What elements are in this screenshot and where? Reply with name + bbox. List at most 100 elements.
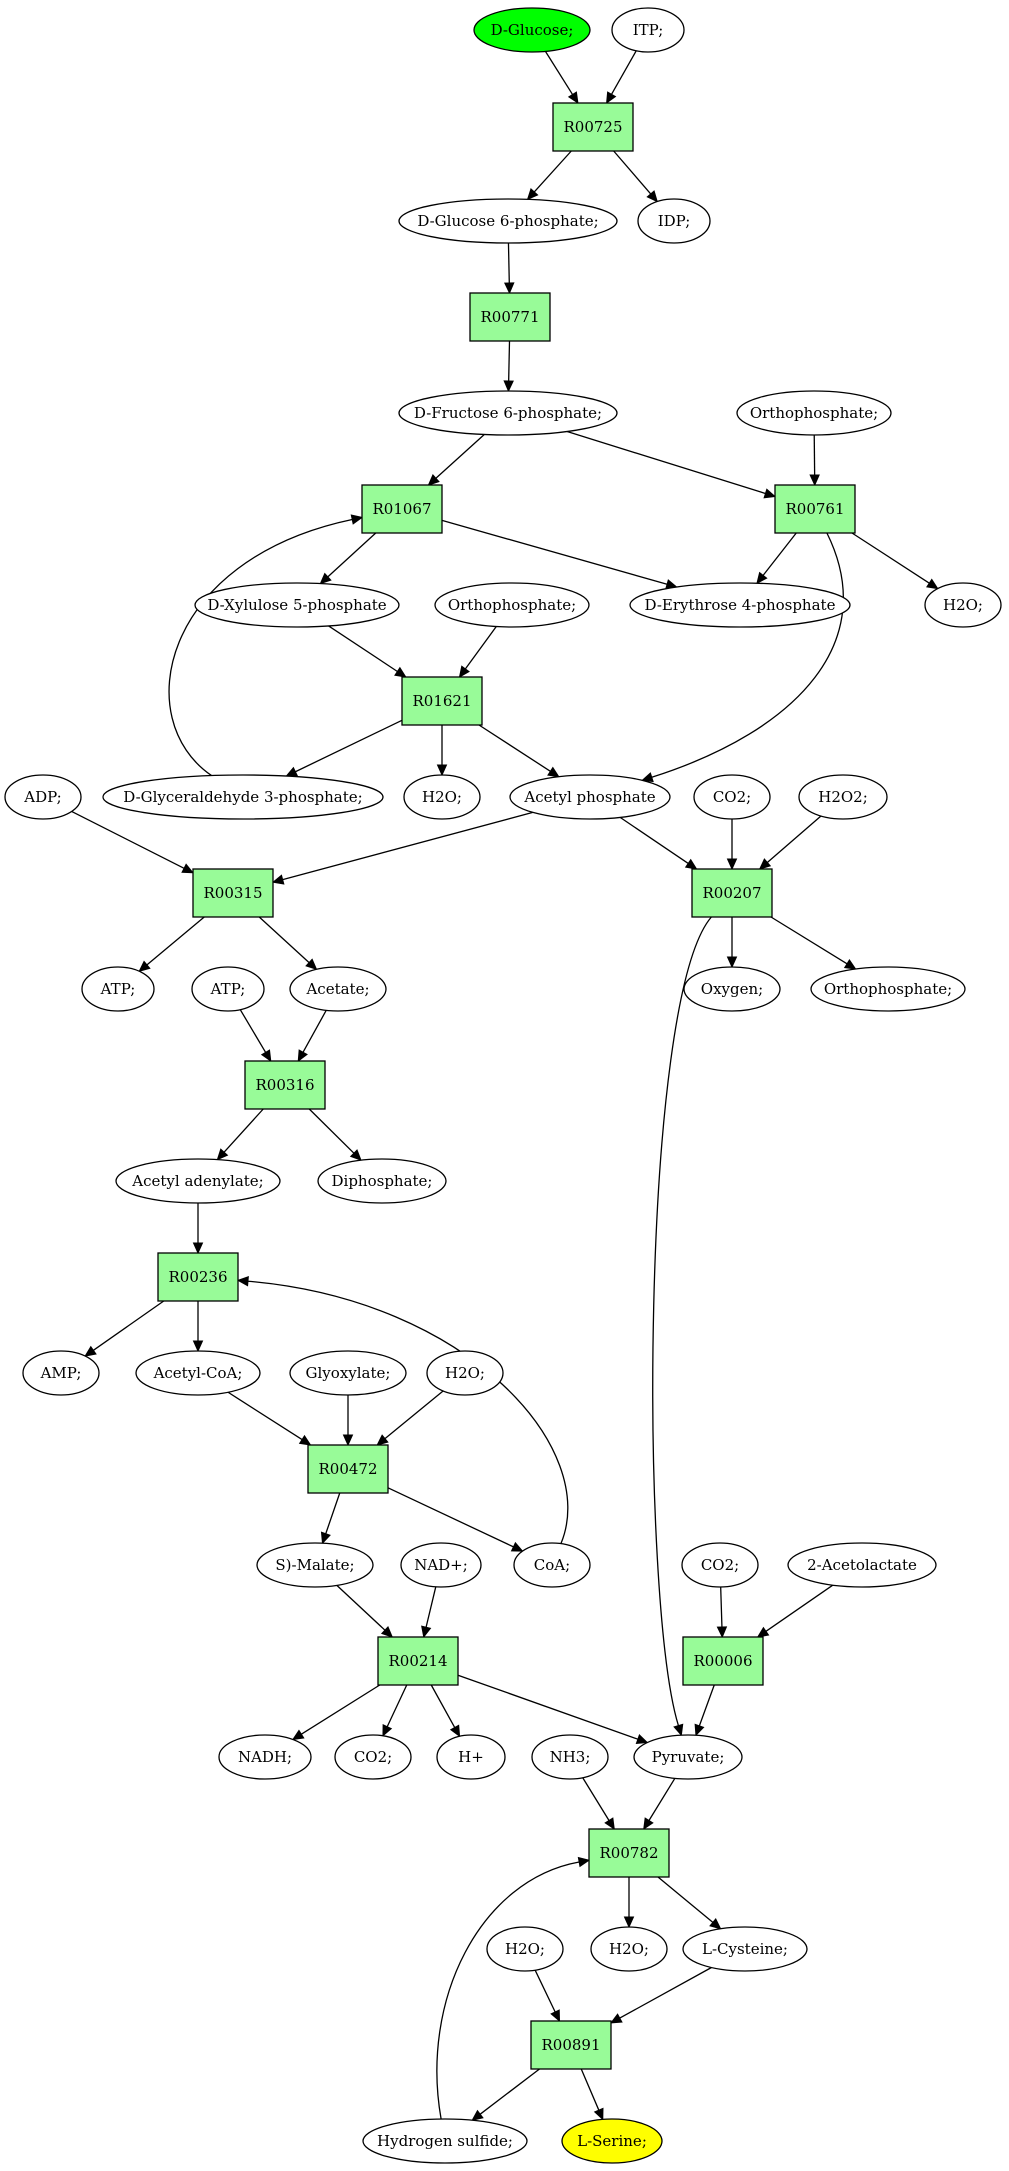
arrowhead-icon bbox=[758, 858, 772, 870]
edge-r01067-to-c_e4p bbox=[441, 519, 678, 590]
edge-r00725-to-c_idp bbox=[613, 150, 659, 203]
compound-ellipse bbox=[4, 774, 82, 820]
edge-c_acl-to-r00006 bbox=[756, 1584, 834, 1638]
reaction-box bbox=[469, 292, 551, 342]
node-label: CO2; bbox=[354, 1748, 392, 1766]
compound-node-c_idp: IDP; bbox=[637, 198, 711, 244]
compound-node-c_atp1: ATP; bbox=[81, 966, 155, 1012]
edge-line bbox=[302, 1010, 327, 1053]
node-label: H2O; bbox=[609, 1940, 649, 1958]
reaction-node-r00725: R00725 bbox=[552, 102, 634, 152]
edge-line bbox=[651, 532, 844, 778]
node-label: R00214 bbox=[388, 1652, 447, 1670]
edge-line bbox=[533, 150, 572, 193]
edge-r00891-to-c_h2s bbox=[471, 2068, 540, 2121]
edge-c_itp-to-r00725 bbox=[606, 50, 637, 105]
compound-node-c_f6p: D-Fructose 6-phosphate; bbox=[398, 390, 618, 436]
arrowhead-icon bbox=[291, 1729, 305, 1741]
node-label: Orthophosphate; bbox=[824, 980, 952, 998]
arrowhead-icon bbox=[421, 1625, 432, 1639]
edge-c_h2o2x-to-r00207 bbox=[758, 815, 822, 870]
edge-line bbox=[258, 916, 310, 964]
edge-c_g6p-to-r00771 bbox=[504, 242, 515, 295]
node-label: R00315 bbox=[203, 884, 262, 902]
reaction-box bbox=[244, 1060, 326, 1110]
edge-c_coa-to-r00236 bbox=[236, 1276, 569, 1544]
edge-line bbox=[507, 242, 510, 284]
edge-line bbox=[295, 719, 403, 773]
edge-line bbox=[327, 532, 377, 578]
edge-r01621-to-c_h2o2 bbox=[436, 725, 448, 777]
edge-line bbox=[227, 1391, 303, 1441]
node-label: H2O; bbox=[422, 788, 462, 806]
node-label: D-Glucose 6-phosphate; bbox=[417, 212, 598, 230]
node-label: R00891 bbox=[541, 2036, 600, 2054]
edge-r00771-to-c_f6p bbox=[503, 340, 514, 393]
arrowhead-icon bbox=[609, 2013, 623, 2024]
compound-node-c_coa: CoA; bbox=[513, 1542, 591, 1588]
node-label: H+ bbox=[458, 1748, 484, 1766]
edge-line bbox=[479, 2068, 540, 2115]
edge-layer bbox=[71, 50, 939, 2121]
compound-node-c_accoa: Acetyl-CoA; bbox=[135, 1350, 261, 1396]
edge-c_glucose-to-r00725 bbox=[544, 51, 579, 105]
node-label: Diphosphate; bbox=[332, 1172, 433, 1190]
node-label: ITP; bbox=[633, 21, 664, 39]
compound-ellipse bbox=[810, 966, 966, 1012]
edge-line bbox=[464, 626, 497, 670]
edge-r00315-to-c_acetate bbox=[258, 916, 318, 971]
node-label: R00316 bbox=[255, 1076, 314, 1094]
arrowhead-icon bbox=[380, 1625, 394, 1638]
arrowhead-icon bbox=[503, 380, 514, 393]
edge-r00207-to-c_oxygen bbox=[726, 917, 738, 969]
compound-node-c_acad: Acetyl adenylate; bbox=[115, 1158, 281, 1204]
compound-node-c_itp: ITP; bbox=[611, 7, 685, 53]
edge-line bbox=[698, 1684, 715, 1727]
compound-node-c_oxygen: Oxygen; bbox=[683, 966, 781, 1012]
reaction-box bbox=[774, 484, 856, 534]
compound-node-c_ppi: Diphosphate; bbox=[317, 1158, 447, 1204]
arrowhead-icon bbox=[926, 578, 939, 590]
node-label: ATP; bbox=[100, 980, 136, 998]
edge-line bbox=[387, 1487, 514, 1548]
compound-node-c_g3p: D-Glyceraldehyde 3-phosphate; bbox=[102, 774, 384, 820]
edge-line bbox=[430, 1684, 456, 1728]
compound-ellipse bbox=[590, 1926, 668, 1972]
node-label: R00472 bbox=[318, 1460, 377, 1478]
node-label: L-Cysteine; bbox=[702, 1940, 788, 1958]
compound-ellipse bbox=[561, 2118, 663, 2164]
edge-r00761-to-c_e4p bbox=[756, 532, 797, 585]
node-label: AMP; bbox=[40, 1364, 82, 1382]
node-label: 2-Acetolactate bbox=[807, 1556, 917, 1574]
node-label: R00782 bbox=[599, 1844, 658, 1862]
node-label: R01621 bbox=[412, 692, 471, 710]
compound-node-c_h2o2x: H2O2; bbox=[798, 774, 888, 820]
reaction-box bbox=[307, 1444, 389, 1494]
arrowhead-icon bbox=[305, 958, 318, 971]
arrowhead-icon bbox=[547, 766, 560, 778]
edge-line bbox=[336, 1584, 386, 1631]
edge-c_accoa-to-r00472 bbox=[227, 1391, 312, 1446]
arrowhead-icon bbox=[577, 1856, 591, 1868]
edge-c_co2a-to-r00207 bbox=[726, 819, 738, 871]
start-compound-node: D-Glucose; bbox=[473, 7, 591, 53]
edge-r00236-to-c_amp bbox=[84, 1300, 165, 1357]
edge-c_pi1-to-r00761 bbox=[809, 434, 820, 487]
arrowhead-icon bbox=[641, 772, 654, 783]
reaction-node-r00761: R00761 bbox=[774, 484, 856, 534]
edge-r00316-to-c_ppi bbox=[308, 1108, 362, 1162]
edge-line bbox=[247, 1280, 569, 1544]
node-label: Orthophosphate; bbox=[750, 404, 878, 422]
compound-ellipse bbox=[398, 390, 618, 436]
node-label: Glyoxylate; bbox=[306, 1364, 391, 1382]
compound-ellipse bbox=[289, 966, 387, 1012]
compound-ellipse bbox=[682, 1926, 808, 1972]
reaction-box bbox=[588, 1828, 670, 1878]
node-label: NADH; bbox=[238, 1748, 292, 1766]
compound-node-c_h2o2: H2O; bbox=[403, 774, 481, 820]
arrowhead-icon bbox=[285, 766, 299, 777]
compound-ellipse bbox=[81, 966, 155, 1012]
edge-c_g3p-to-r01067 bbox=[168, 514, 364, 777]
edge-line bbox=[282, 811, 533, 881]
